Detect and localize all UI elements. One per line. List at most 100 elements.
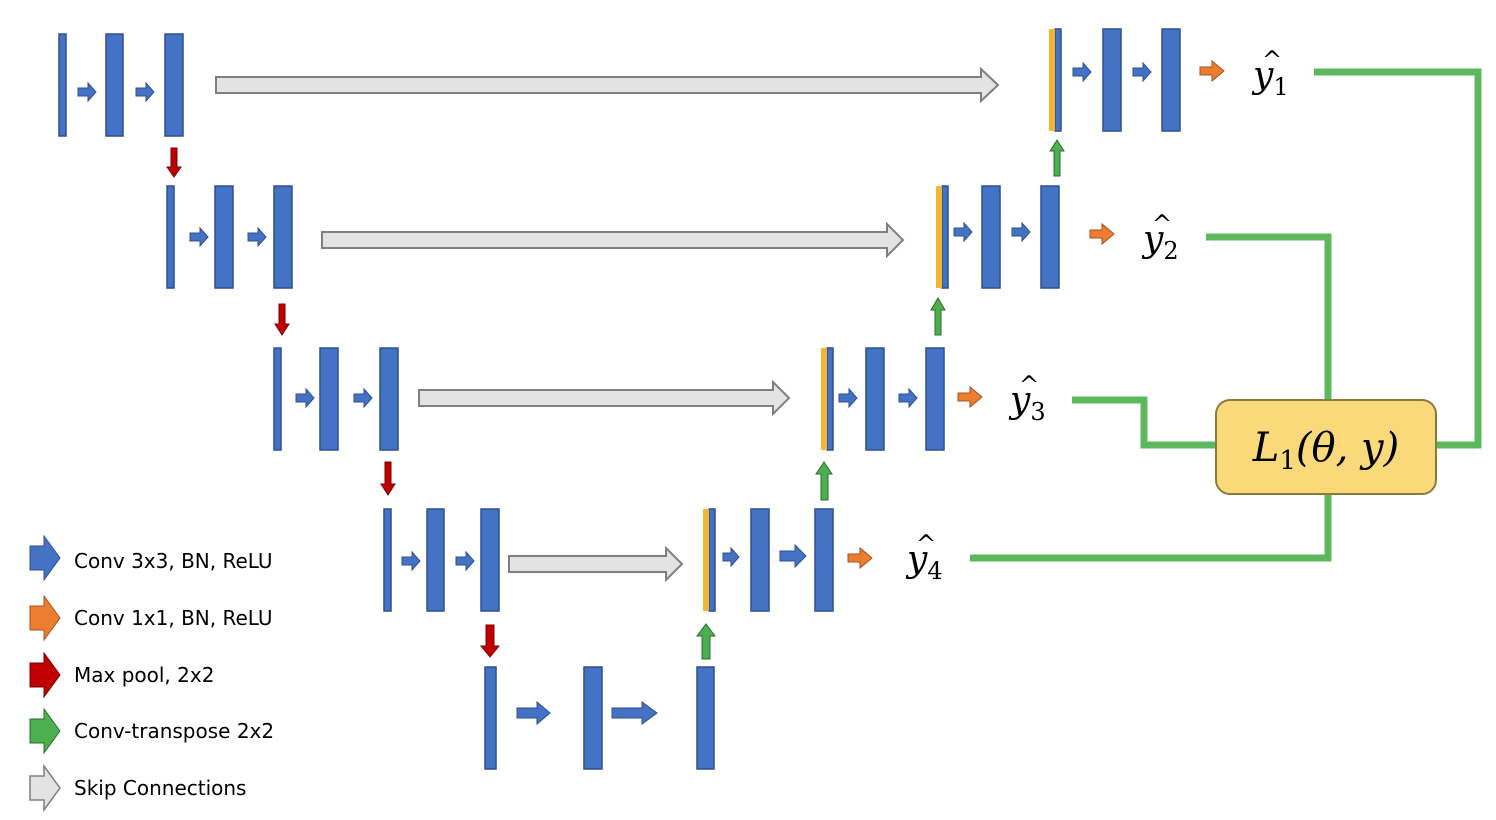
hat-accent: ^ [1262, 46, 1282, 74]
conv-arrow-icon [953, 221, 973, 243]
concat-map-yellow [1049, 29, 1055, 131]
loss-line-y2 [1206, 233, 1332, 400]
conv-arrow-icon [189, 226, 209, 248]
feature-map [480, 508, 500, 612]
output-label-y2: y2 [1141, 219, 1179, 265]
feature-map [814, 508, 834, 612]
conv-arrow-icon [353, 387, 373, 409]
feature-map [426, 508, 445, 612]
concat-map-blue [1054, 28, 1062, 132]
feature-map [214, 185, 234, 289]
concat-map-blue [708, 508, 716, 612]
conv3x3-arrows [77, 61, 1152, 726]
convtranspose-arrows [696, 139, 1065, 660]
output-subscript: 4 [927, 557, 942, 585]
conv-arrow-icon [247, 226, 267, 248]
conv-arrow-icon [611, 701, 658, 725]
loss-label: L1(θ, y) [1252, 425, 1399, 476]
convtranspose-arrow-icon [930, 297, 946, 336]
conv-arrow-icon [779, 543, 807, 569]
loss-line-y3 [1072, 396, 1216, 449]
maxpool-arrow-icon [166, 147, 182, 178]
gray-arrow-icon [29, 763, 61, 813]
conv-arrow-icon [1011, 221, 1031, 243]
feature-map [981, 185, 1001, 289]
skip-arrow-level-1 [215, 66, 1000, 104]
loss-box-bg [1215, 399, 1437, 495]
feature-map [583, 666, 603, 770]
feature-map [1040, 185, 1060, 289]
blue-arrow-icon [29, 534, 61, 582]
conv-arrow-icon [838, 387, 858, 409]
hat-accent: ^ [1152, 210, 1172, 238]
conv1x1-arrow-icon [847, 546, 873, 570]
skip-connections [215, 66, 1000, 583]
hat-accent: ^ [1019, 371, 1039, 399]
loss-subscript: 1 [1279, 446, 1296, 476]
legend-label: Conv 1x1, BN, ReLU [74, 606, 273, 630]
feature-map [166, 185, 175, 289]
convtranspose-arrow-icon [815, 461, 833, 501]
maxpool-arrow-icon [274, 303, 290, 336]
conv-arrow-icon [135, 81, 155, 103]
feature-map [105, 33, 124, 137]
feature-map [319, 347, 339, 451]
legend-label: Skip Connections [74, 776, 246, 800]
legend-item-skip: Skip Connections [29, 763, 246, 813]
loss-connection-lines [970, 68, 1482, 562]
convtranspose-arrow-icon [1049, 139, 1065, 177]
loss-line-y1 [1314, 68, 1482, 449]
feature-map [273, 185, 293, 289]
conv-arrow-icon [455, 550, 475, 572]
concat-map-blue [941, 185, 949, 289]
concat-slices [703, 29, 1055, 611]
loss-line-y4 [970, 494, 1332, 562]
skip-arrow-level-4 [508, 545, 684, 583]
output-subscript: 2 [1163, 237, 1178, 265]
green-arrow-icon [29, 707, 61, 755]
conv-arrow-icon [516, 700, 551, 726]
feature-maps [58, 28, 1181, 770]
maxpool-arrows [166, 147, 501, 658]
red-arrow-icon [29, 651, 61, 699]
maxpool-arrow-icon [479, 624, 501, 658]
legend-item-conv3x3: Conv 3x3, BN, ReLU [29, 534, 273, 582]
feature-map [865, 347, 885, 451]
output-label-y4: y4 [905, 539, 943, 585]
feature-map [383, 508, 392, 612]
feature-map [273, 347, 282, 451]
conv-arrow-icon [898, 387, 918, 409]
feature-map [164, 33, 184, 137]
legend: Conv 3x3, BN, ReLU Conv 1x1, BN, ReLU Ma… [29, 534, 274, 813]
concat-map-yellow [703, 509, 709, 611]
feature-map [696, 666, 715, 770]
loss-box: L1(θ, y) [1215, 399, 1437, 495]
feature-map [58, 33, 67, 137]
conv1x1-arrow-icon [1199, 59, 1225, 83]
feature-map [750, 508, 770, 612]
output-subscript: 1 [1273, 73, 1288, 101]
feature-map [484, 666, 497, 770]
hat-accent: ^ [916, 530, 936, 558]
conv-arrow-icon [295, 387, 315, 409]
feature-map [1161, 28, 1181, 132]
output-labels: y1 ^ y2 ^ y3 ^ y4 ^ [905, 46, 1289, 585]
legend-label: Conv-transpose 2x2 [74, 719, 274, 743]
feature-map [379, 347, 399, 451]
skip-arrow-level-2 [321, 221, 905, 259]
conv1x1-arrow-icon [957, 385, 983, 409]
conv-arrow-icon [401, 550, 421, 572]
feature-map [1102, 28, 1122, 132]
conv-arrow-icon [1132, 61, 1152, 83]
feature-map [925, 347, 945, 451]
output-subscript: 3 [1030, 398, 1045, 426]
concat-map-yellow [936, 186, 942, 288]
legend-item-maxpool: Max pool, 2x2 [29, 651, 214, 699]
concat-map-yellow [821, 348, 827, 450]
legend-item-convtranspose: Conv-transpose 2x2 [29, 707, 274, 755]
conv-arrow-icon [77, 81, 97, 103]
output-label-y1: y1 [1251, 55, 1289, 101]
conv-arrow-icon [722, 546, 740, 568]
convtranspose-arrow-icon [696, 623, 716, 660]
